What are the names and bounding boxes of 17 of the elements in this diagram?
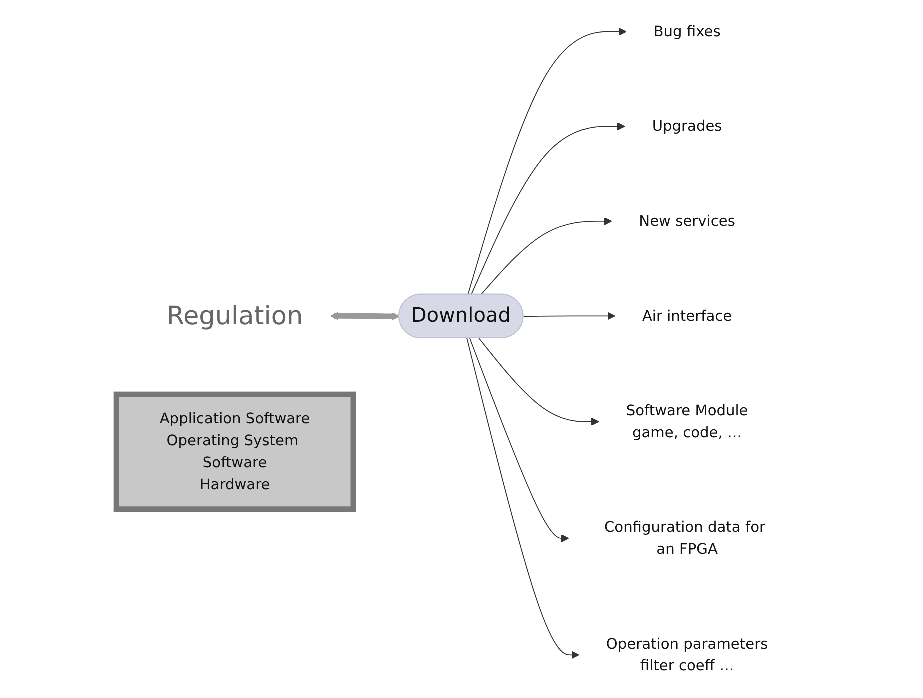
arrow	[466, 338, 580, 660]
arrow	[479, 338, 600, 426]
arrow	[481, 217, 613, 296]
arrow	[524, 312, 616, 320]
node-text: Air interface	[642, 307, 732, 324]
node-text: Bug fixes	[654, 22, 722, 40]
node-text: Configuration data for an FPGA	[604, 518, 766, 558]
node-text: Software Module game, code, …	[626, 402, 749, 442]
arrow	[330, 312, 400, 321]
node-box: Application Software Operating System Software Hardware	[114, 392, 357, 512]
node-text: Upgrades	[652, 118, 723, 135]
node-text: Regulation	[167, 300, 304, 331]
arrow	[471, 122, 626, 296]
node-text: Operation parameters filter coeff …	[606, 635, 769, 674]
arrow	[468, 28, 628, 296]
node-text: New services	[640, 212, 736, 230]
arrow	[470, 338, 570, 543]
